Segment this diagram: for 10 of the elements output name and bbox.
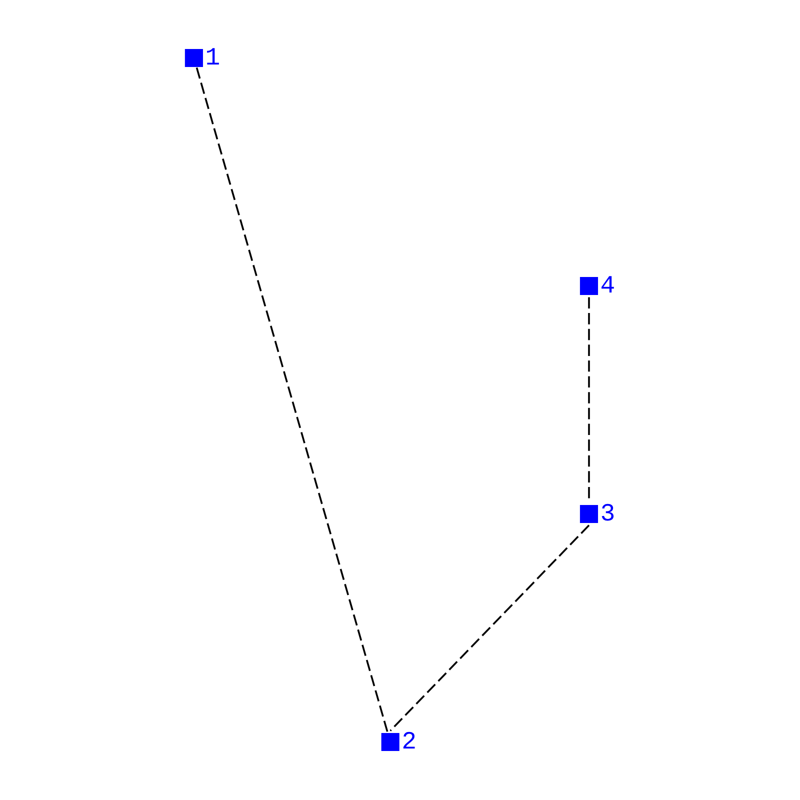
node-box xyxy=(579,276,598,296)
node-box xyxy=(184,48,202,68)
node-label: 2 xyxy=(401,728,416,756)
connector xyxy=(195,67,388,733)
node-label: 1 xyxy=(204,44,220,72)
node-box xyxy=(579,504,598,524)
node-label: 4 xyxy=(600,272,615,300)
node-label: 3 xyxy=(600,500,615,528)
connector xyxy=(389,524,590,732)
node-box xyxy=(380,732,399,752)
